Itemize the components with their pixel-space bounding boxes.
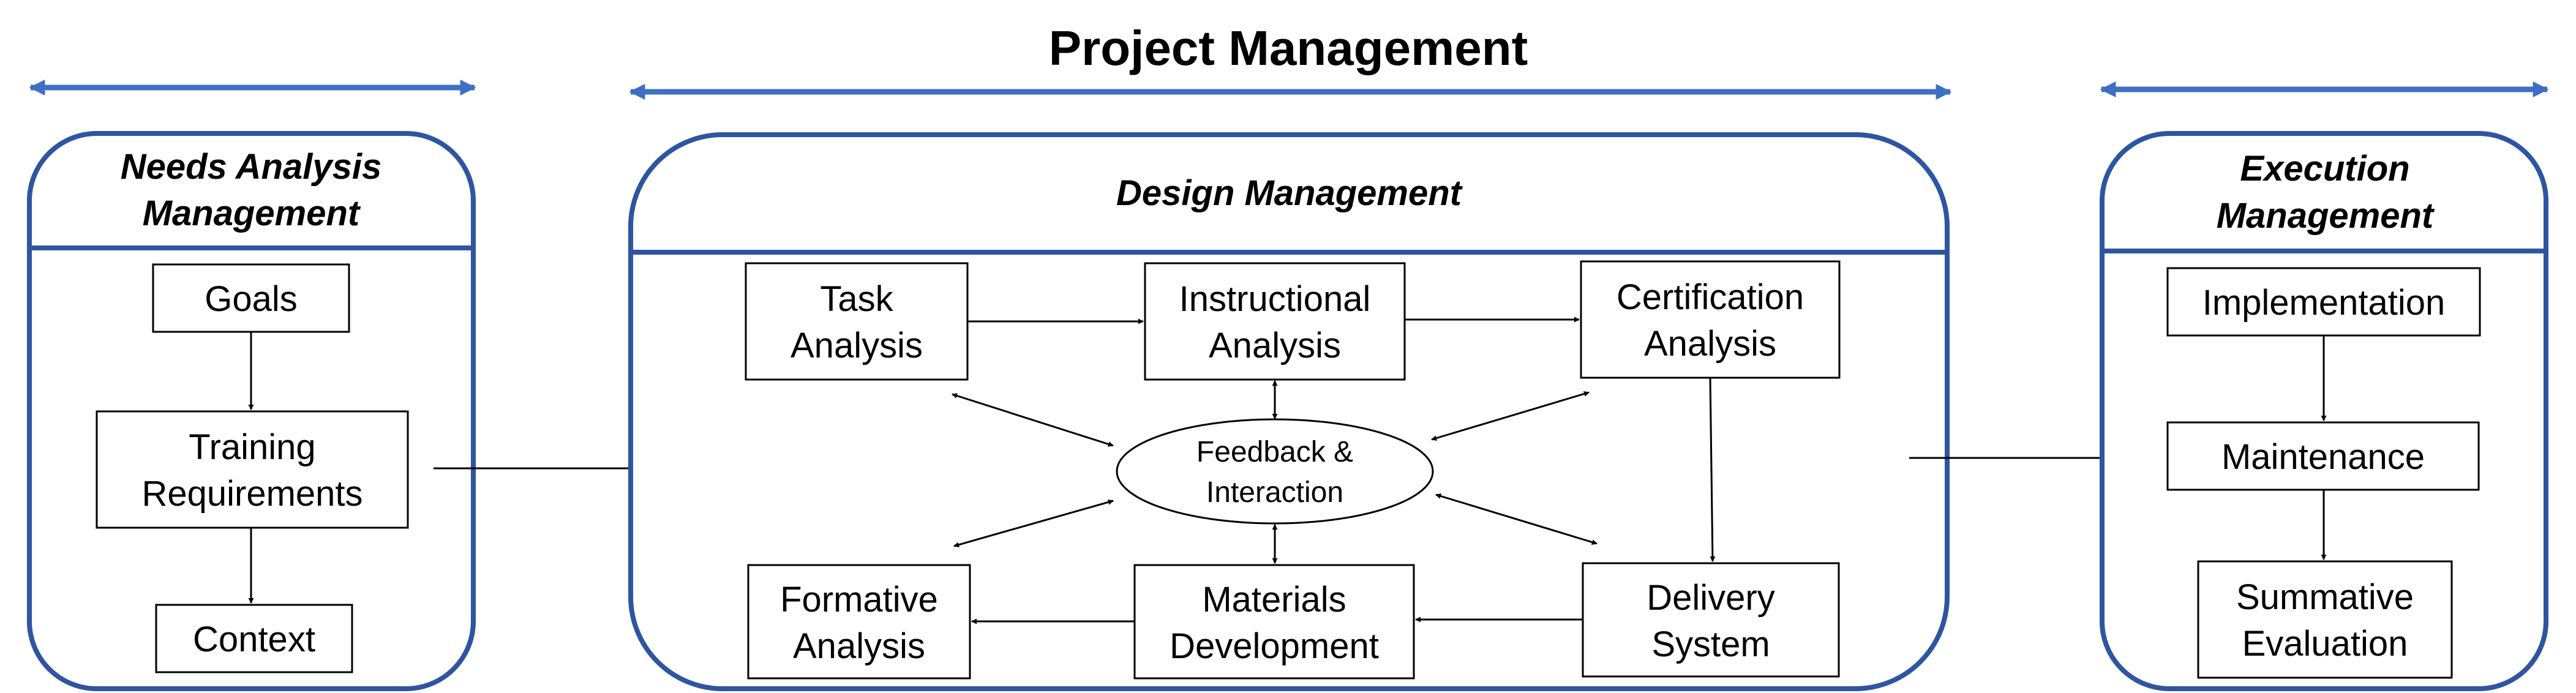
hub-label-line2: Interaction <box>1206 476 1343 509</box>
training-requirements-box: Training Requirements <box>96 410 409 529</box>
instructional-analysis-line2: Analysis <box>1209 326 1341 365</box>
summative-evaluation-box: Summative Evaluation <box>2197 560 2453 679</box>
delivery-system-line2: System <box>1651 624 1770 664</box>
materials-development-line2: Development <box>1170 626 1379 666</box>
execution-management-panel: Execution Management Implementation Main… <box>2100 131 2548 691</box>
hub-certification-feedback-arrow <box>1431 391 1590 441</box>
summative-evaluation-line1: Summative <box>2236 577 2414 617</box>
needs-panel-title-line1: Needs Analysis <box>121 147 382 187</box>
certification-analysis-line1: Certification <box>1617 277 1804 317</box>
goals-label: Goals <box>205 279 298 319</box>
implementation-box: Implementation <box>2166 267 2481 337</box>
context-label: Context <box>193 620 315 659</box>
formative-analysis-box: Formative Analysis <box>747 564 971 680</box>
materials-development-box: Materials Development <box>1133 564 1415 680</box>
training-label-line1: Training <box>189 427 315 467</box>
task-analysis-box: Task Analysis <box>745 262 969 381</box>
needs-analysis-panel: Needs Analysis Management Goals Training… <box>27 131 476 691</box>
maintenance-box: Maintenance <box>2166 421 2480 491</box>
goals-box: Goals <box>152 263 350 333</box>
delivery-system-box: Delivery System <box>1582 562 1840 678</box>
page-title: Project Management <box>1049 21 1528 75</box>
task-analysis-line2: Analysis <box>790 326 923 365</box>
context-box: Context <box>155 604 353 673</box>
delivery-system-line1: Delivery <box>1647 578 1775 618</box>
hub-formative-feedback-arrow <box>953 499 1114 548</box>
certification-analysis-box: Certification Analysis <box>1580 260 1841 379</box>
summative-evaluation-line2: Evaluation <box>2242 624 2408 664</box>
design-management-panel: Design Management Task Analysis Instruct… <box>628 132 1950 691</box>
execution-panel-title-line2: Management <box>2217 196 2435 236</box>
certification-to-delivery-arrow <box>1709 377 1716 562</box>
formative-analysis-line2: Analysis <box>793 626 925 666</box>
training-label-line2: Requirements <box>141 474 362 514</box>
formative-analysis-line1: Formative <box>780 580 938 620</box>
hub-label-line1: Feedback & <box>1196 436 1353 468</box>
instructional-analysis-line1: Instructional <box>1179 279 1371 319</box>
hub-task-feedback-arrow <box>952 393 1114 447</box>
execution-panel-title-line1: Execution <box>2240 149 2409 189</box>
hub-delivery-feedback-arrow <box>1435 493 1598 545</box>
task-analysis-line1: Task <box>820 279 893 319</box>
instructional-analysis-box: Instructional Analysis <box>1144 262 1406 381</box>
design-panel-title: Design Management <box>1116 173 1463 213</box>
feedback-interaction-hub: Feedback & Interaction <box>1116 418 1434 525</box>
implementation-label: Implementation <box>2202 283 2446 323</box>
maintenance-label: Maintenance <box>2221 437 2425 477</box>
materials-development-line1: Materials <box>1202 580 1346 620</box>
needs-panel-title-line2: Management <box>143 193 361 233</box>
certification-analysis-line2: Analysis <box>1644 324 1776 364</box>
